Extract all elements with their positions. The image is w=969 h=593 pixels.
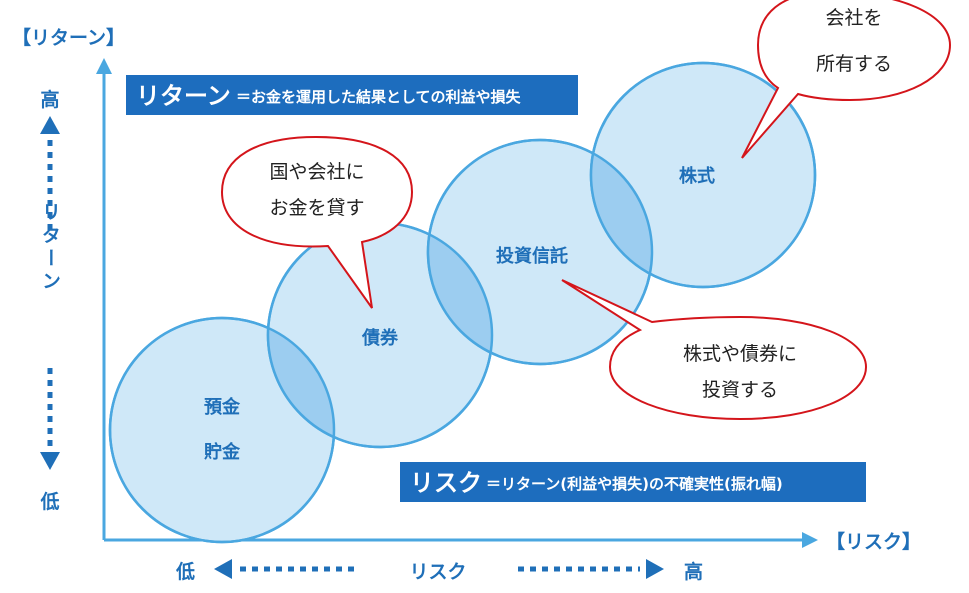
x-axis-left-arrow bbox=[214, 559, 360, 579]
stock-callout: 会社を 所有する bbox=[741, 0, 952, 159]
y-axis-middle-label: リターン bbox=[39, 202, 61, 294]
fund-callout-bubble bbox=[561, 279, 868, 421]
return-banner-bg bbox=[126, 75, 578, 115]
risk-banner-title: リスク bbox=[410, 469, 482, 497]
risk-banner-bg bbox=[400, 462, 866, 502]
return-banner-title: リターン bbox=[136, 82, 231, 110]
return-banner-definition: ＝お金を運用した結果としての利益や損失 bbox=[236, 88, 522, 106]
y-axis-down-arrow bbox=[40, 368, 60, 470]
x-axis-high-label: 高 bbox=[684, 560, 703, 583]
stock-callout-line-1: 会社を bbox=[825, 7, 882, 29]
fund-callout: 株式や債券に 投資する bbox=[561, 279, 868, 421]
risk-banner: リスク ＝リターン(利益や損失)の不確実性(振れ幅) bbox=[400, 462, 866, 502]
x-axis-low-label: 低 bbox=[175, 560, 195, 583]
stock-label: 株式 bbox=[679, 165, 715, 187]
y-axis-up-arrow bbox=[40, 116, 60, 230]
bond-label: 債券 bbox=[361, 327, 399, 349]
circles bbox=[108, 61, 817, 544]
bond-callout-bubble bbox=[220, 135, 414, 309]
x-axis-middle-label: リスク bbox=[409, 561, 466, 583]
fund-stock-overlap bbox=[591, 140, 652, 287]
fund-label: 投資信託 bbox=[496, 245, 568, 267]
risk-banner-definition: ＝リターン(利益や損失)の不確実性(振れ幅) bbox=[486, 475, 783, 493]
bond-callout: 国や会社に お金を貸す bbox=[220, 135, 414, 309]
fund-callout-line-2: 投資する bbox=[702, 379, 778, 401]
x-axis-title: 【リスク】 bbox=[826, 530, 921, 553]
y-axis-title: 【リターン】 bbox=[12, 26, 125, 49]
stock-callout-bubble bbox=[741, 0, 952, 159]
bond-callout-line-1: 国や会社に bbox=[269, 161, 364, 183]
deposit-label-1: 預金 bbox=[204, 396, 241, 418]
bond-fund-overlap bbox=[428, 223, 492, 364]
fund-callout-line-1: 株式や債券に bbox=[683, 343, 797, 365]
deposit-bond-overlap bbox=[268, 318, 334, 447]
y-axis-low-label: 低 bbox=[39, 490, 59, 513]
x-axis-arrowhead bbox=[802, 532, 818, 548]
stock-callout-line-2: 所有する bbox=[816, 53, 892, 75]
y-axis-arrowhead bbox=[96, 58, 112, 74]
return-banner: リターン ＝お金を運用した結果としての利益や損失 bbox=[126, 75, 578, 115]
bond-callout-line-2: お金を貸す bbox=[269, 197, 364, 219]
x-axis-right-arrow bbox=[518, 559, 664, 579]
y-axis-high-label: 高 bbox=[40, 88, 59, 111]
deposit-label-2: 貯金 bbox=[204, 441, 241, 463]
